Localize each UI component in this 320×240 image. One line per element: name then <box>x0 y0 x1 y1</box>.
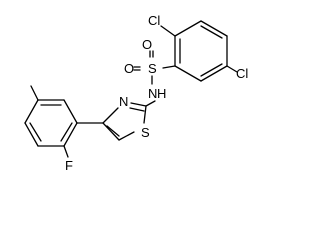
atom-labels: Cl Cl O O S N H N S F <box>65 13 248 173</box>
chemical-structure-canvas: Cl Cl O O S N H N S F <box>24 13 249 173</box>
bond <box>63 122 78 147</box>
oxygen-label: O <box>124 61 134 76</box>
bond <box>130 102 147 107</box>
nitrogen-label: N <box>119 94 128 109</box>
bond <box>118 131 135 141</box>
bond-lines <box>24 20 238 158</box>
molecule-diagram: Cl Cl O O S N H N S F <box>24 13 248 173</box>
bond <box>102 107 119 124</box>
bond <box>24 122 39 147</box>
sulfur-label: S <box>148 61 157 76</box>
bond <box>200 63 223 77</box>
bond <box>200 25 223 39</box>
bond <box>60 122 73 142</box>
bond <box>143 105 147 124</box>
bond <box>129 107 145 112</box>
bond <box>29 122 42 142</box>
bond <box>200 20 228 37</box>
bond <box>200 65 228 82</box>
bond <box>145 100 156 107</box>
nitrogen-label: N <box>148 86 157 101</box>
bond <box>174 65 202 82</box>
bond <box>174 20 202 37</box>
bond <box>63 99 78 124</box>
fluorine-label: F <box>65 158 73 173</box>
bond <box>63 145 69 158</box>
bond <box>30 85 39 101</box>
bond <box>102 122 120 141</box>
oxygen-label: O <box>142 37 152 52</box>
chlorine-label: Cl <box>236 66 248 81</box>
chlorine-label: Cl <box>148 13 160 28</box>
bond <box>106 125 120 137</box>
bond <box>24 99 39 124</box>
hydrogen-label: H <box>157 86 166 101</box>
bond <box>160 25 176 37</box>
bond <box>162 65 176 69</box>
sulfur-label: S <box>141 125 150 140</box>
bond <box>226 65 238 73</box>
